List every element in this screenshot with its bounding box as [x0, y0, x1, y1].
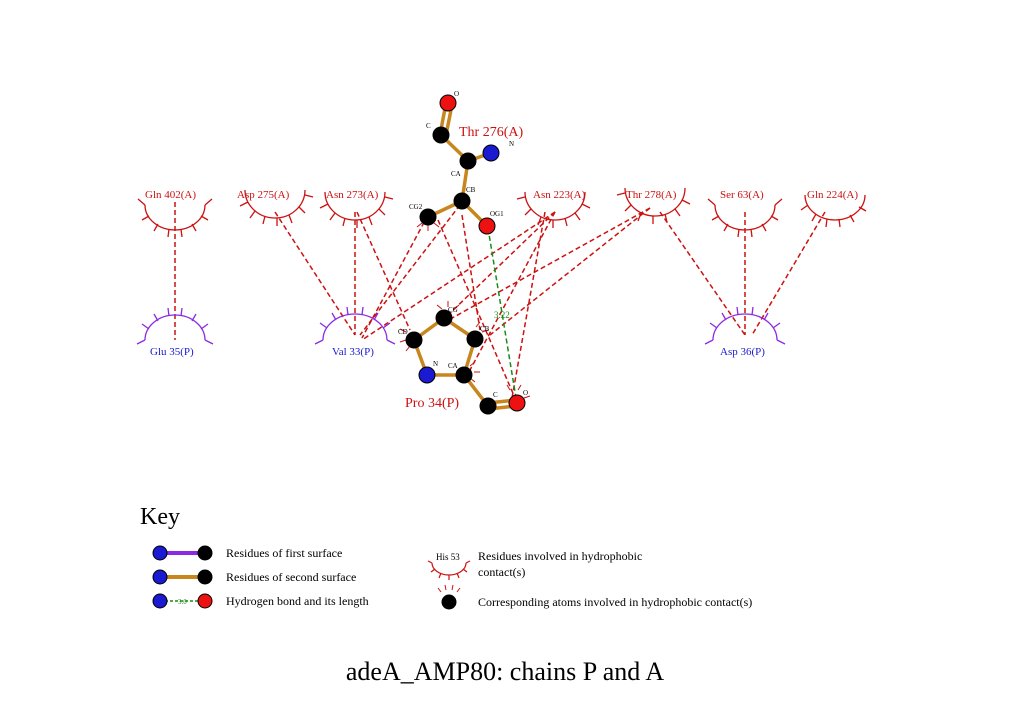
label-n: N	[509, 140, 514, 148]
key-hbond-sample: 3.0	[178, 598, 187, 606]
pro34-atoms	[405, 309, 526, 415]
residue-gln402: Gln 402(A)	[145, 189, 196, 201]
label-cb: CB	[466, 186, 476, 194]
arc-glu35	[136, 307, 214, 345]
residue-asn223: Asn 223(A)	[533, 189, 586, 201]
arc-thr278	[616, 187, 691, 224]
thr276-atoms	[419, 94, 500, 235]
arc-asn273	[319, 191, 394, 228]
ligand-name-thr276: Thr 276(A)	[459, 125, 523, 140]
atom-og1	[478, 217, 496, 235]
residue-asn273: Asn 273(A)	[326, 189, 379, 201]
atom-c	[432, 126, 450, 144]
key-first-surface-text: Residues of first surface	[226, 546, 342, 560]
label-cg2: CG2	[409, 203, 423, 211]
hydrogen-bond-line	[487, 227, 517, 399]
label-o-p: O	[523, 389, 528, 397]
atom-cg	[435, 309, 453, 327]
residue-asp36: Asp 36(P)	[720, 346, 765, 358]
key-second-surface: Residues of second surface	[152, 569, 356, 585]
atom-o	[439, 94, 457, 112]
atom-n	[482, 144, 500, 162]
atom-cg2	[419, 208, 437, 226]
residue-labels-chain-a: Gln 402(A) Asp 275(A) Asn 273(A) Asn 223…	[145, 189, 858, 201]
label-c-p: C	[493, 391, 498, 399]
ligand-name-pro34: Pro 34(P)	[405, 396, 459, 411]
atom-o	[508, 394, 526, 412]
key-hbond: 3.0 Hydrogen bond and its length	[152, 593, 369, 609]
key-hydrophobic-text-2: contact(s)	[478, 565, 525, 579]
hydrophobic-contact-lines	[174, 202, 826, 399]
arc-gln402	[137, 198, 213, 238]
label-cg: CG	[448, 306, 458, 314]
arc-asp36	[704, 306, 786, 345]
residue-val33: Val 33(P)	[332, 346, 374, 358]
diagram-title: adeA_AMP80: chains P and A	[346, 657, 664, 686]
residue-gln224: Gln 224(A)	[807, 189, 858, 201]
residue-labels-chain-p: Glu 35(P) Val 33(P) Asp 36(P)	[150, 346, 765, 358]
label-cb-p: CB	[480, 325, 490, 333]
key-hydrophobic-text-1: Residues involved in hydrophobic	[478, 549, 642, 563]
label-n-p: N	[433, 360, 438, 368]
atom-cb	[453, 192, 471, 210]
label-ca: CA	[451, 170, 461, 178]
label-c: C	[426, 122, 431, 130]
key-title: Key	[140, 504, 180, 530]
key-hbond-text: Hydrogen bond and its length	[226, 594, 369, 608]
label-og1: OG1	[490, 210, 504, 218]
residue-glu35: Glu 35(P)	[150, 346, 194, 358]
arc-gln224	[800, 194, 867, 228]
atom-ca	[455, 366, 473, 384]
key-hydrophobic-atoms: Corresponding atoms involved in hydropho…	[437, 584, 752, 610]
key-hydrophobic-atoms-text: Corresponding atoms involved in hydropho…	[478, 595, 752, 609]
key-hydrophobic-residue: His 53 Residues involved in hydrophobic …	[427, 549, 642, 580]
label-o: O	[454, 90, 459, 98]
atom-n	[418, 366, 436, 384]
arc-asp275	[239, 189, 314, 226]
residue-ser63: Ser 63(A)	[720, 189, 764, 201]
atom-labels: O C N CA CB CG2 OG1 CG CD CB N CA C O	[398, 90, 528, 399]
hydrophobic-arcs-chain-p	[136, 306, 786, 345]
hydrophobic-arcs-chain-a	[137, 187, 867, 238]
hbond-distance-label: 3.22	[494, 310, 510, 320]
key-legend: Key Residues of first surface Residues o…	[140, 504, 752, 610]
arc-ser63	[707, 198, 783, 238]
key-hydrophobic-sample: His 53	[436, 552, 460, 562]
residue-asp275: Asp 275(A)	[237, 189, 290, 201]
atom-ca	[459, 152, 477, 170]
label-cd: CD	[398, 328, 408, 336]
arc-asn223	[516, 191, 591, 228]
arc-val33	[314, 306, 396, 345]
atom-cd	[405, 331, 423, 349]
residue-thr278: Thr 278(A)	[626, 189, 677, 201]
label-ca-p: CA	[448, 362, 458, 370]
atom-cb	[466, 330, 484, 348]
key-first-surface: Residues of first surface	[152, 545, 342, 561]
key-second-surface-text: Residues of second surface	[226, 570, 356, 584]
atom-c	[479, 397, 497, 415]
